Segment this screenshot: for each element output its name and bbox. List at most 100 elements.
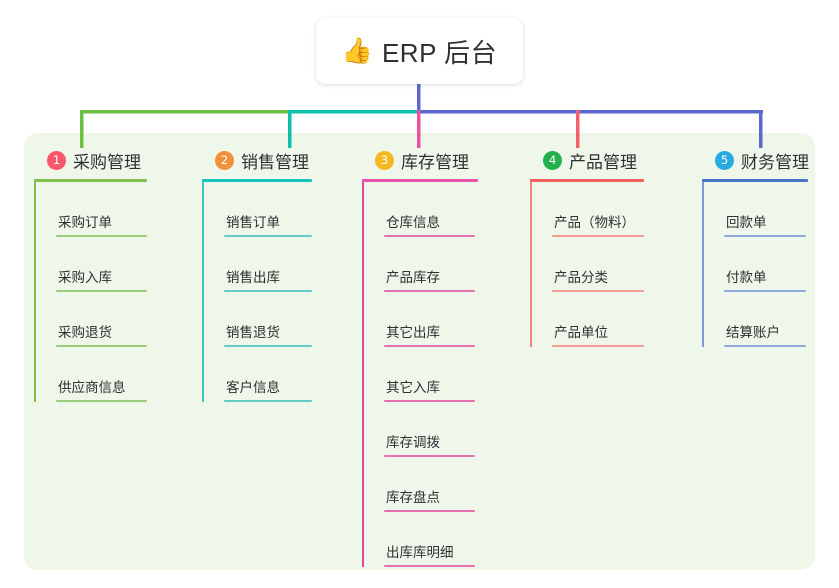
- column-underline: [702, 179, 808, 182]
- column-spine: [34, 182, 36, 402]
- leaf-label: 采购入库: [58, 270, 112, 286]
- column-badge-3: 3: [375, 150, 394, 170]
- leaf-label: 采购订单: [58, 215, 112, 231]
- column-underline: [362, 179, 478, 182]
- connector-drop-5: [759, 110, 763, 148]
- connector-bus-blue: [418, 110, 763, 114]
- leaf-item[interactable]: 采购退货: [34, 292, 147, 347]
- column-items: 回款单付款单结算账户: [702, 182, 806, 347]
- leaf-label: 采购退货: [58, 325, 112, 341]
- column-items: 产品（物料） 产品分类产品单位: [530, 182, 644, 347]
- leaf-item[interactable]: 结算账户: [702, 292, 806, 347]
- leaf-label: 结算账户: [726, 325, 780, 341]
- leaf-underline: [384, 455, 475, 457]
- leaf-item[interactable]: 供应商信息: [34, 347, 147, 402]
- leaf-underline: [552, 235, 644, 237]
- column-5: 5 财务管理回款单付款单结算账户: [702, 147, 809, 347]
- column-header-5[interactable]: 5 财务管理: [702, 147, 809, 173]
- leaf-item[interactable]: 销售订单: [202, 182, 312, 237]
- column-items: 仓库信息产品库存其它出库其它入库库存调拨库存盘点出库库明细: [362, 182, 475, 567]
- column-spine: [202, 182, 204, 402]
- leaf-item[interactable]: 产品库存: [362, 237, 475, 292]
- leaf-underline: [384, 235, 475, 237]
- column-header-1[interactable]: 1 采购管理: [34, 147, 147, 173]
- connector-bus-green: [80, 110, 289, 114]
- column-badge-1: 1: [47, 150, 66, 170]
- leaf-item[interactable]: 产品分类: [530, 237, 644, 292]
- leaf-item[interactable]: 销售出库: [202, 237, 312, 292]
- column-badge-4: 4: [543, 150, 562, 170]
- leaf-label: 其它出库: [386, 325, 440, 341]
- column-1: 1 采购管理采购订单采购入库采购退货供应商信息: [34, 147, 147, 402]
- leaf-underline: [552, 345, 644, 347]
- column-title: 产品管理: [569, 152, 637, 172]
- leaf-label: 回款单: [726, 215, 767, 231]
- leaf-item[interactable]: 客户信息: [202, 347, 312, 402]
- leaf-underline: [724, 235, 806, 237]
- leaf-underline: [724, 345, 806, 347]
- leaf-label: 产品分类: [554, 270, 608, 286]
- leaf-item[interactable]: 出库库明细: [362, 512, 475, 567]
- leaf-label: 库存调拨: [386, 435, 440, 451]
- leaf-item[interactable]: 库存调拨: [362, 402, 475, 457]
- leaf-item[interactable]: 产品单位: [530, 292, 644, 347]
- leaf-item[interactable]: 产品（物料）: [530, 182, 644, 237]
- column-title: 销售管理: [241, 152, 309, 172]
- leaf-item[interactable]: 销售退货: [202, 292, 312, 347]
- leaf-label: 产品库存: [386, 270, 440, 286]
- column-underline: [530, 179, 644, 182]
- connector-drop-4: [576, 110, 580, 148]
- connector-drop-3: [417, 110, 421, 148]
- column-header-2[interactable]: 2 销售管理: [202, 147, 312, 173]
- column-spine: [362, 182, 364, 567]
- column-underline: [202, 179, 312, 182]
- leaf-item[interactable]: 采购入库: [34, 237, 147, 292]
- leaf-label: 客户信息: [226, 380, 280, 396]
- column-badge-2: 2: [215, 150, 234, 170]
- leaf-underline: [224, 235, 312, 237]
- column-spine: [702, 182, 704, 347]
- leaf-label: 销售退货: [226, 325, 280, 341]
- leaf-underline: [384, 510, 475, 512]
- column-2: 2 销售管理销售订单销售出库销售退货客户信息: [202, 147, 312, 402]
- leaf-underline: [224, 290, 312, 292]
- leaf-underline: [224, 400, 312, 402]
- leaf-item[interactable]: 采购订单: [34, 182, 147, 237]
- column-underline: [34, 179, 147, 182]
- leaf-item[interactable]: 库存盘点: [362, 457, 475, 512]
- leaf-label: 库存盘点: [386, 490, 440, 506]
- connector-bus-teal: [288, 110, 419, 114]
- leaf-underline: [56, 235, 147, 237]
- leaf-underline: [56, 345, 147, 347]
- leaf-underline: [724, 290, 806, 292]
- leaf-label: 产品（物料）: [554, 215, 635, 231]
- root-node[interactable]: 👍 ERP 后台: [316, 18, 523, 84]
- content-panel: [24, 133, 815, 570]
- leaf-item[interactable]: 付款单: [702, 237, 806, 292]
- leaf-underline: [384, 400, 475, 402]
- leaf-label: 供应商信息: [58, 380, 126, 396]
- leaf-underline: [384, 290, 475, 292]
- connector-drop-1: [80, 110, 84, 148]
- connector-root-drop: [417, 84, 421, 112]
- column-title: 采购管理: [73, 152, 141, 172]
- leaf-underline: [384, 345, 475, 347]
- column-badge-5: 5: [715, 150, 734, 170]
- leaf-item[interactable]: 回款单: [702, 182, 806, 237]
- leaf-item[interactable]: 仓库信息: [362, 182, 475, 237]
- leaf-label: 其它入库: [386, 380, 440, 396]
- leaf-underline: [552, 290, 644, 292]
- leaf-item[interactable]: 其它入库: [362, 347, 475, 402]
- column-header-4[interactable]: 4 产品管理: [530, 147, 644, 173]
- leaf-underline: [224, 345, 312, 347]
- thumbs-up-icon: 👍: [341, 36, 373, 65]
- leaf-label: 销售订单: [226, 215, 280, 231]
- connector-drop-2: [288, 110, 292, 148]
- leaf-item[interactable]: 其它出库: [362, 292, 475, 347]
- column-title: 财务管理: [741, 152, 809, 172]
- leaf-label: 出库库明细: [386, 545, 454, 561]
